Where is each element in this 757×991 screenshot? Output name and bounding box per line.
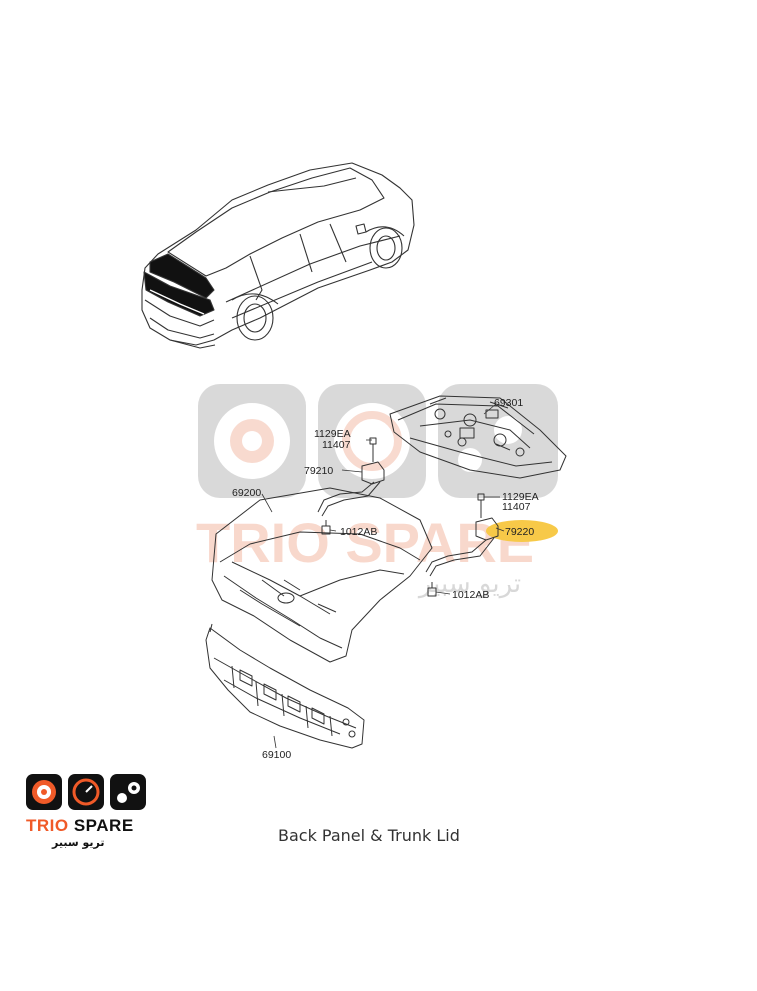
label-69301: 69301 [494,397,523,409]
highlight-marker [486,520,558,542]
label-11407-right: 11407 [502,501,531,513]
label-69100: 69100 [262,749,291,761]
logo-text-trio: TRIO [26,816,69,835]
label-1012ab-right: 1012AB [452,589,489,601]
diagram-caption: Back Panel & Trunk Lid [278,826,460,845]
label-79220: 79220 [505,526,534,538]
label-1129ea-right: 1129EA [502,491,539,503]
label-69200: 69200 [232,487,261,499]
label-79210: 79210 [304,465,333,477]
watermark-arabic: تريو سبير [417,569,521,599]
brand-logo [26,774,148,814]
logo-text: TRIO SPARE [26,816,134,836]
label-1129ea-left: 1129EA [314,428,351,440]
logo-icons [26,774,146,810]
label-11407-left: 11407 [322,439,351,451]
label-1012ab-left: 1012AB [340,526,377,538]
logo-text-spare: SPARE [73,816,134,835]
logo-arabic: تريو سبير [52,836,105,849]
